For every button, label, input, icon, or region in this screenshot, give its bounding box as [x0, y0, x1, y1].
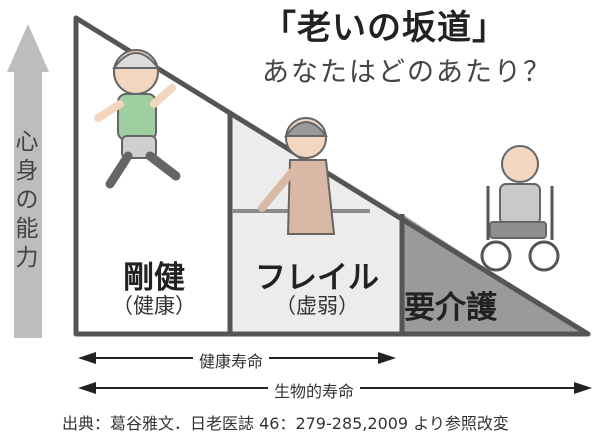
y-axis-char: 力 [15, 245, 39, 271]
diagram-title: 「老いの坂道」 [262, 8, 507, 48]
biological-life-label: 生物的寿命 [268, 378, 361, 402]
source-citation: 出典：葛谷雅文．日老医誌 46：279-285,2009 より参照改変 [62, 414, 509, 433]
frail-elder-illustration [232, 117, 370, 235]
slope-outline [73, 15, 591, 337]
stage-robust-sublabel: （健康） [112, 294, 196, 318]
y-axis-char: 心 [15, 129, 39, 155]
stage-care-label: 要介護 [404, 290, 497, 326]
stage-robust-label: 剛健 [123, 260, 185, 296]
capacity-arrow [7, 24, 49, 338]
stage-frail-sublabel: （虚弱） [275, 294, 359, 318]
y-axis-char: 身 [15, 158, 39, 184]
healthy-life-label: 健康寿命 [193, 348, 270, 372]
y-axis-label: 心 身 の 能 力 [10, 128, 44, 273]
stage-frail-label: フレイル [255, 260, 379, 296]
y-axis-char: の [15, 187, 39, 213]
diagram-subtitle: あなたはどのあたり？ [262, 57, 552, 88]
jogging-elder-illustration [94, 49, 181, 189]
stage-robust-region [76, 18, 230, 334]
y-axis-char: 能 [15, 216, 39, 242]
wheelchair-elder-illustration [480, 145, 560, 272]
